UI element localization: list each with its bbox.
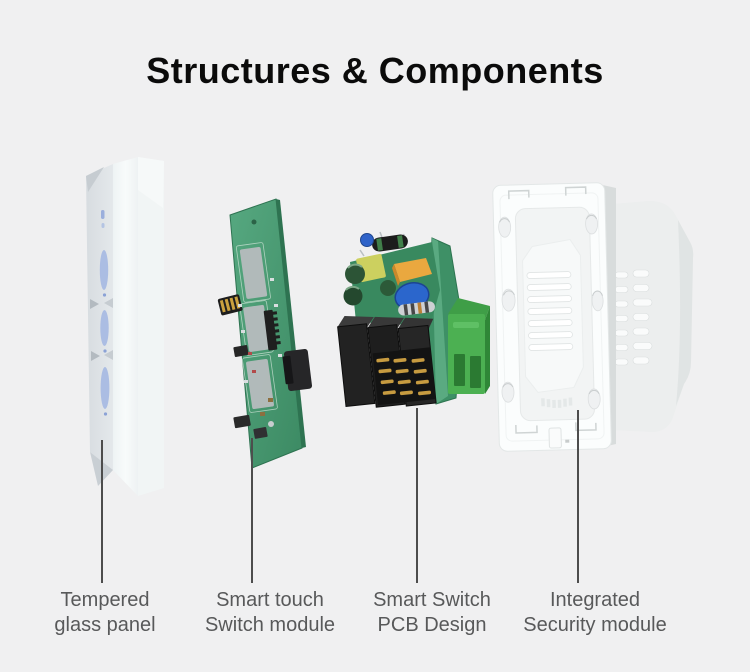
green-pcb-image bbox=[217, 198, 313, 469]
bottom-tab bbox=[548, 427, 562, 449]
label-line-2: PCB Design bbox=[377, 614, 487, 636]
label-line-1: Integrated bbox=[549, 589, 641, 611]
module-front-plate bbox=[492, 182, 612, 452]
screw-hole-shadows bbox=[499, 214, 603, 395]
label-line-1: Smart touch bbox=[216, 589, 324, 611]
label-tempered-glass-panel: Tempered glass panel bbox=[10, 588, 200, 638]
integrated-security-module-figure bbox=[482, 172, 697, 464]
tempered-glass-panel-figure bbox=[64, 148, 184, 518]
panel-seam-notches bbox=[90, 298, 113, 361]
label-line-1: Smart Switch bbox=[373, 589, 491, 611]
label-line-1: Tempered bbox=[60, 589, 150, 611]
back-box-vent-slots bbox=[614, 269, 653, 366]
label-line-2: Security module bbox=[523, 614, 667, 636]
touch-sensor-pads bbox=[235, 242, 278, 413]
touch-indicator-marks bbox=[99, 210, 110, 416]
green-terminal-block bbox=[448, 298, 490, 394]
leader-line-smart-switch-pcb bbox=[416, 408, 418, 583]
page-title: Structures & Components bbox=[146, 50, 604, 91]
label-line-2: Switch module bbox=[204, 614, 336, 636]
label-smart-switch-pcb-design: Smart Switch PCB Design bbox=[337, 588, 527, 638]
label-smart-touch-switch-module: Smart touch Switch module bbox=[175, 588, 365, 638]
label-integrated-security-module: Integrated Security module bbox=[500, 588, 690, 638]
capacitors-and-components bbox=[343, 231, 435, 316]
relay-blocks-with-gold-pins bbox=[337, 316, 437, 408]
front-plate-vent-slots bbox=[526, 271, 574, 351]
leader-line-smart-touch-module bbox=[251, 438, 253, 583]
smart-switch-pcb-figure bbox=[336, 226, 491, 416]
connector-teeth bbox=[541, 397, 573, 409]
smart-touch-switch-module-figure bbox=[214, 184, 314, 474]
glass-panel-image bbox=[86, 157, 164, 496]
pcb-small-components bbox=[238, 278, 282, 416]
mounting-clips bbox=[507, 186, 597, 434]
leader-line-integrated-security-module bbox=[577, 410, 579, 583]
screw-hole-ovals bbox=[498, 213, 604, 410]
label-line-2: glass panel bbox=[54, 614, 156, 636]
module-back-box bbox=[612, 200, 694, 432]
bottom-notch bbox=[565, 439, 570, 443]
pcb-connectors bbox=[217, 294, 313, 439]
glass-panel-body bbox=[86, 157, 164, 496]
pcb-assembly-image bbox=[337, 231, 490, 408]
leader-line-tempered-glass-panel bbox=[101, 440, 103, 583]
white-module-image bbox=[492, 182, 694, 452]
